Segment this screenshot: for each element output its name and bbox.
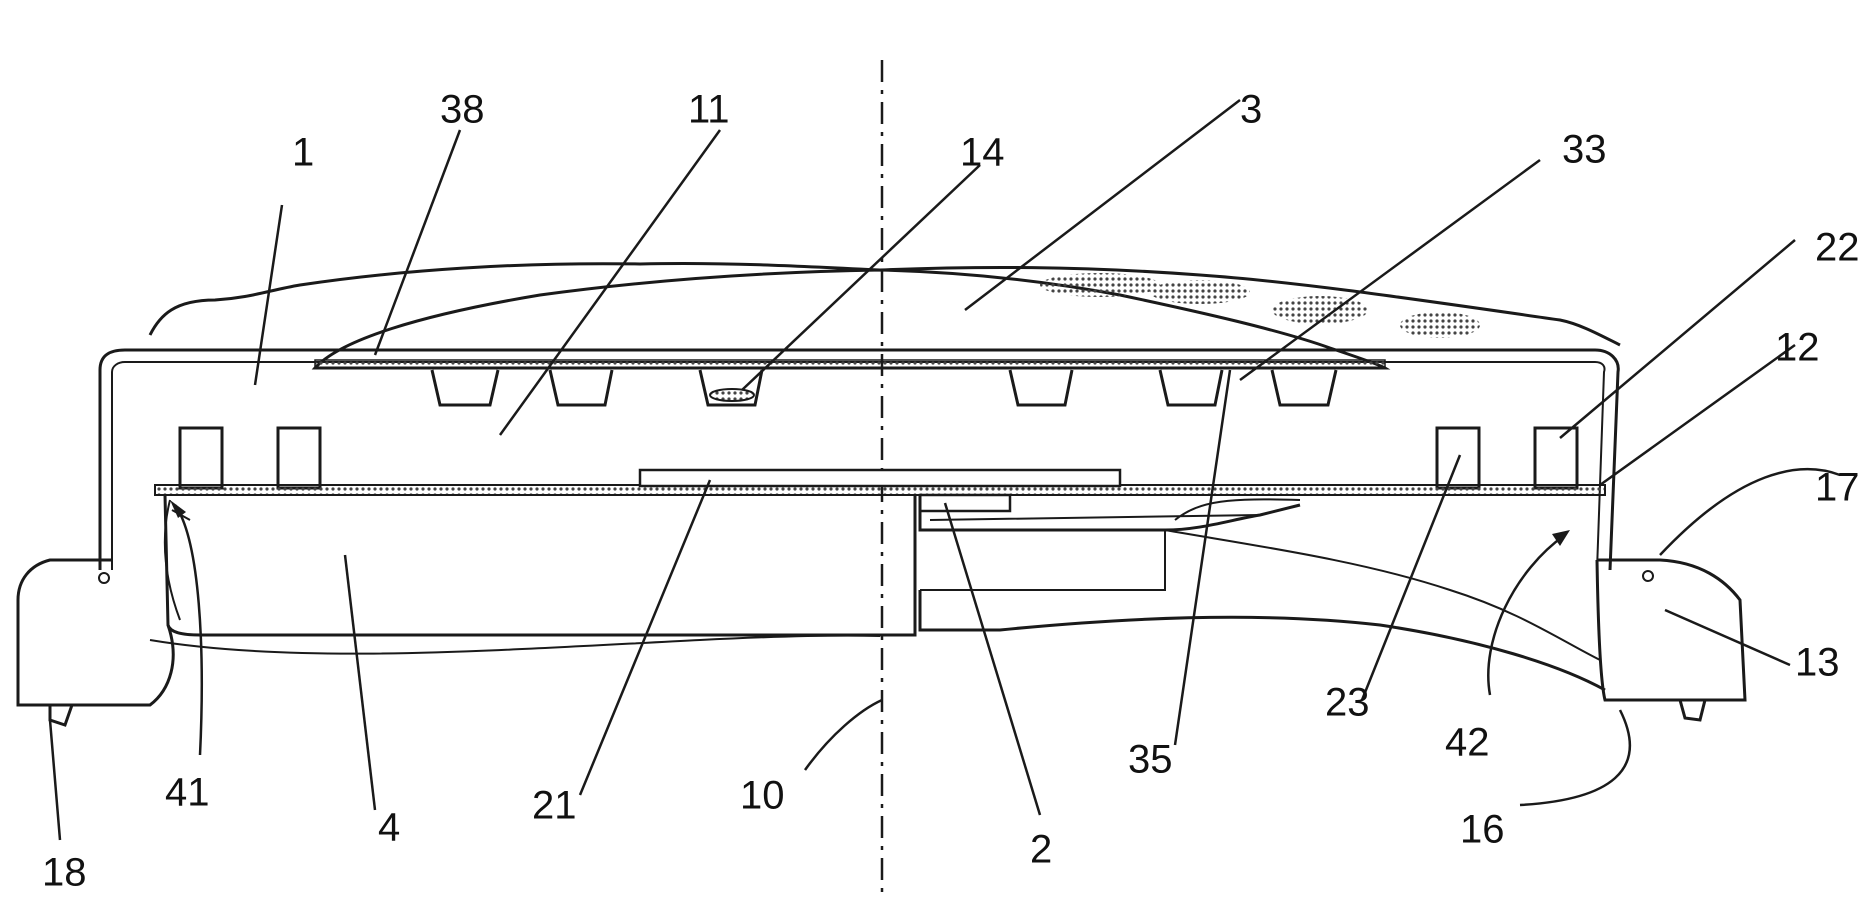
label-3: 3 bbox=[1240, 88, 1262, 132]
label-35: 35 bbox=[1128, 738, 1173, 782]
component-2 bbox=[920, 495, 1010, 511]
left-foot-dot bbox=[99, 573, 109, 583]
label-13: 13 bbox=[1795, 641, 1840, 685]
right-bracket-lower bbox=[920, 590, 1605, 690]
arrow-41 bbox=[170, 500, 186, 518]
housing-top-outline bbox=[150, 263, 1620, 345]
label-12: 12 bbox=[1775, 326, 1820, 370]
label-11: 11 bbox=[688, 88, 730, 132]
label-38: 38 bbox=[440, 88, 485, 132]
right-sweep-top bbox=[1165, 530, 1600, 660]
left-foot-pin bbox=[50, 705, 72, 725]
cover-plate-38-hatch bbox=[315, 360, 1385, 368]
lower-body-4-bottom bbox=[150, 636, 880, 654]
lower-body-4 bbox=[165, 495, 915, 635]
label-16: 16 bbox=[1460, 808, 1505, 852]
right-foot-dot bbox=[1643, 571, 1653, 581]
label-2: 2 bbox=[1030, 828, 1052, 872]
component-21 bbox=[640, 470, 1120, 486]
label-4: 4 bbox=[378, 806, 400, 850]
housing-left-wall bbox=[100, 350, 1618, 570]
label-42: 42 bbox=[1445, 721, 1490, 765]
right-foot-pin bbox=[1680, 700, 1705, 720]
label-33: 33 bbox=[1562, 128, 1607, 172]
label-21: 21 bbox=[532, 784, 577, 828]
left-foot bbox=[18, 560, 173, 705]
housing-left-wall-inner bbox=[112, 362, 1605, 570]
label-1: 1 bbox=[292, 131, 314, 175]
texture-b bbox=[1150, 280, 1250, 304]
label-41: 41 bbox=[165, 771, 210, 815]
right-foot bbox=[1597, 560, 1745, 700]
center-hole-14 bbox=[710, 389, 754, 401]
texture-a bbox=[1040, 273, 1160, 297]
texture-d bbox=[1400, 312, 1480, 338]
left-posts bbox=[180, 428, 320, 488]
label-22: 22 bbox=[1815, 226, 1860, 270]
label-17: 17 bbox=[1815, 466, 1860, 510]
label-23: 23 bbox=[1325, 681, 1370, 725]
label-14: 14 bbox=[960, 131, 1005, 175]
label-10: 10 bbox=[740, 774, 785, 818]
ribs-row bbox=[432, 370, 1336, 405]
label-18: 18 bbox=[42, 851, 87, 895]
